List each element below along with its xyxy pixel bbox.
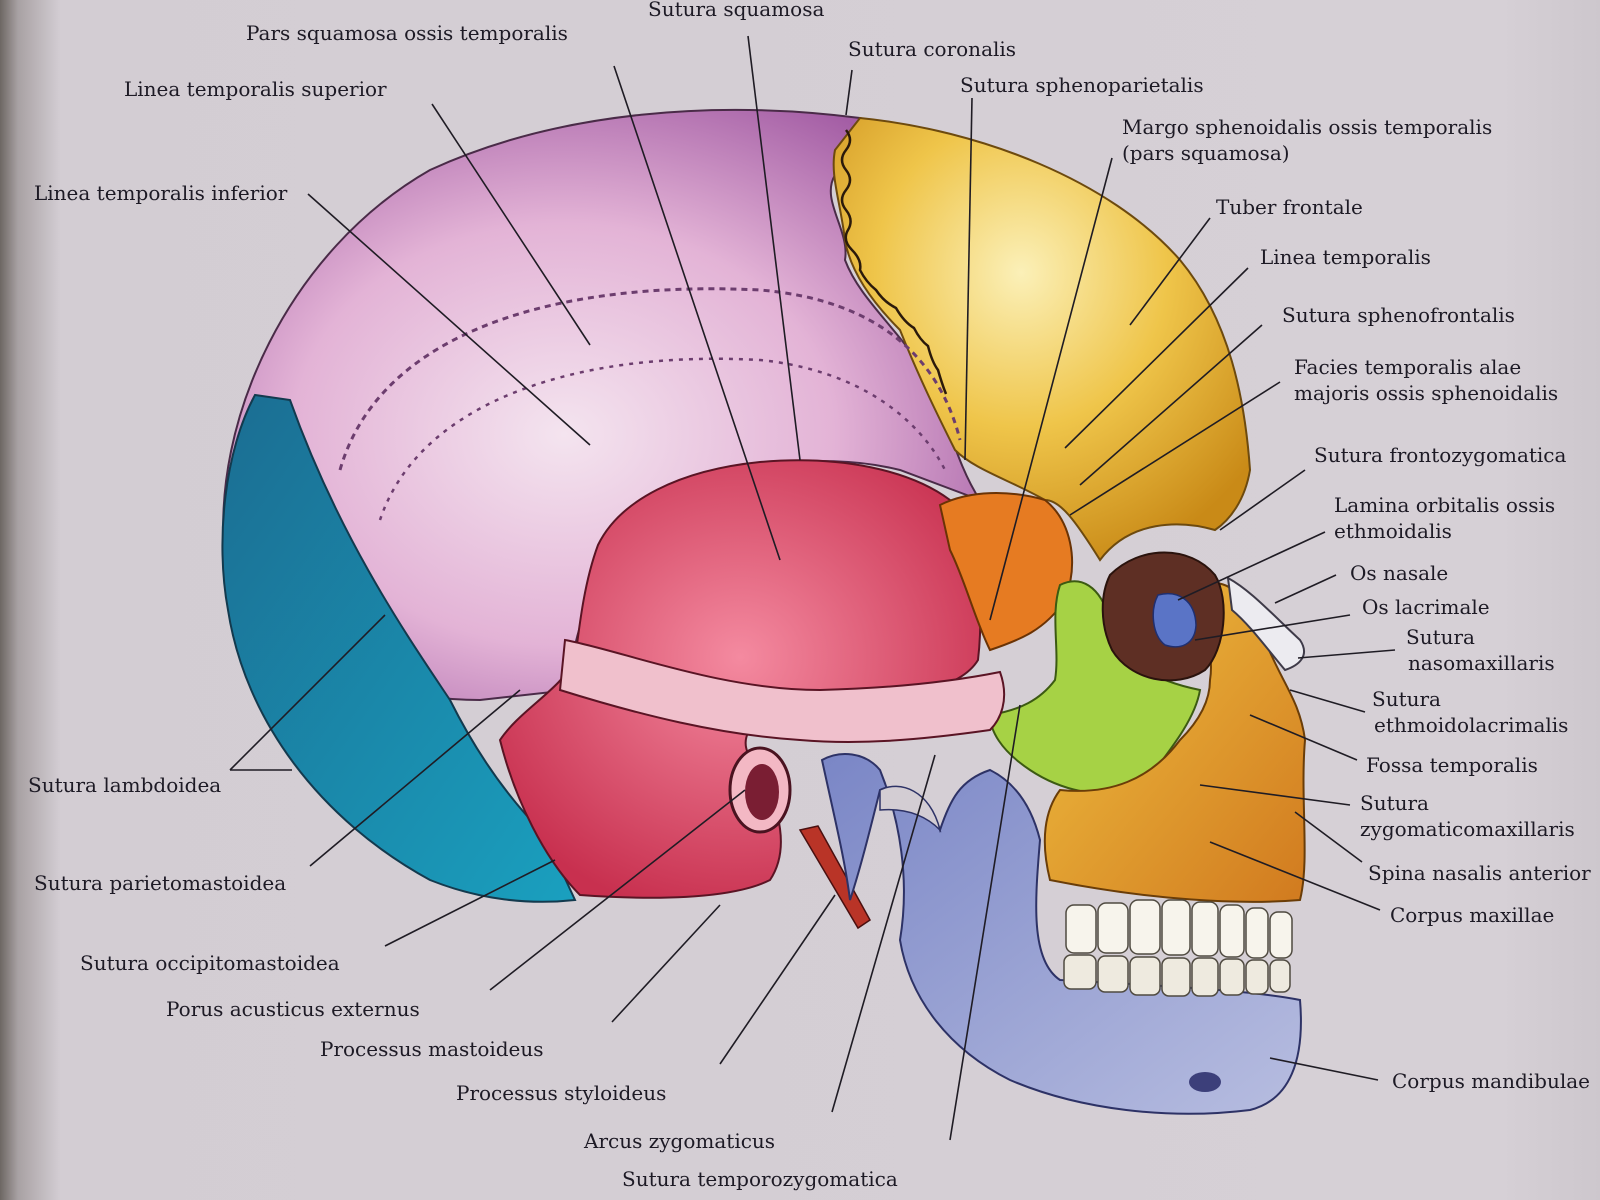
styloid-process <box>798 825 871 930</box>
label-sutura-zygomaticomaxillaris-sub: zygomaticomaxillaris <box>1360 817 1575 841</box>
label-tuber-frontale: Tuber frontale <box>1216 195 1363 219</box>
maxilla-bone <box>1043 581 1307 903</box>
label-facies-temporalis: Facies temporalis alae <box>1294 355 1521 379</box>
occipital-bone <box>221 393 577 903</box>
label-sutura-temporozygomatica: Sutura temporozygomatica <box>622 1167 898 1191</box>
label-sutura-ethmoidolacrimalis-sub: ethmoidolacrimalis <box>1374 713 1568 737</box>
frontal-bone <box>832 116 1252 562</box>
label-margo-sphenoidalis-sub: (pars squamosa) <box>1122 141 1290 165</box>
label-os-nasale: Os nasale <box>1350 561 1448 585</box>
label-sutura-lambdoidea: Sutura lambdoidea <box>28 773 221 797</box>
label-lamina-orbitalis-sub: ethmoidalis <box>1334 519 1452 543</box>
coronal-suture <box>840 129 948 395</box>
mandibular-notch <box>879 785 942 833</box>
label-porus-acusticus-externus: Porus acusticus externus <box>166 997 420 1021</box>
label-processus-styloideus: Processus styloideus <box>456 1081 666 1105</box>
zygomatic-arch <box>558 638 1006 743</box>
upper-teeth <box>1065 899 1293 959</box>
temporal-line-inferior <box>378 357 947 521</box>
temporal-line-superior <box>338 287 962 471</box>
label-fossa-temporalis: Fossa temporalis <box>1366 753 1538 777</box>
label-margo-sphenoidalis: Margo sphenoidalis ossis temporalis <box>1122 115 1492 139</box>
label-sutura-sphenofrontalis: Sutura sphenofrontalis <box>1282 303 1515 327</box>
label-sutura-ethmoidolacrimalis: Sutura <box>1372 687 1441 711</box>
label-sutura-occipitomastoidea: Sutura occipitomastoidea <box>80 951 340 975</box>
label-linea-temporalis-inferior: Linea temporalis inferior <box>34 181 288 205</box>
leader-lines <box>229 35 1396 1141</box>
skull <box>221 108 1307 1115</box>
label-os-lacrimale: Os lacrimale <box>1362 595 1490 619</box>
temporal-bone <box>498 459 982 899</box>
label-sutura-nasomaxillaris: Sutura <box>1406 625 1475 649</box>
label-sutura-sphenoparietalis: Sutura sphenoparietalis <box>960 73 1204 97</box>
nasal-bone <box>1226 576 1305 672</box>
mental-foramen <box>1189 1072 1221 1092</box>
label-sutura-frontozygomatica: Sutura frontozygomatica <box>1314 443 1567 467</box>
label-lamina-orbitalis: Lamina orbitalis ossis <box>1334 493 1555 517</box>
label-sutura-coronalis: Sutura coronalis <box>848 37 1016 61</box>
label-pars-squamosa: Pars squamosa ossis temporalis <box>246 21 568 45</box>
label-sutura-squamosa: Sutura squamosa <box>648 0 824 21</box>
label-corpus-maxillae: Corpus maxillae <box>1390 903 1554 927</box>
label-processus-mastoideus: Processus mastoideus <box>320 1037 544 1061</box>
label-sutura-nasomaxillaris-sub: nasomaxillaris <box>1408 651 1555 675</box>
label-sutura-parietomastoidea: Sutura parietomastoidea <box>34 871 286 895</box>
label-facies-temporalis-sub: majoris ossis sphenoidalis <box>1294 381 1558 405</box>
lower-teeth <box>1063 954 1291 997</box>
label-sutura-zygomaticomaxillaris: Sutura <box>1360 791 1429 815</box>
meatus-opening <box>745 764 779 820</box>
label-linea-temporalis-superior: Linea temporalis superior <box>124 77 387 101</box>
labels: Sutura squamosa Pars squamosa ossis temp… <box>28 0 1591 1191</box>
label-spina-nasalis-anterior: Spina nasalis anterior <box>1368 861 1591 885</box>
label-linea-temporalis: Linea temporalis <box>1260 245 1431 269</box>
label-corpus-mandibulae: Corpus mandibulae <box>1392 1069 1590 1093</box>
label-arcus-zygomaticus: Arcus zygomaticus <box>583 1129 775 1153</box>
